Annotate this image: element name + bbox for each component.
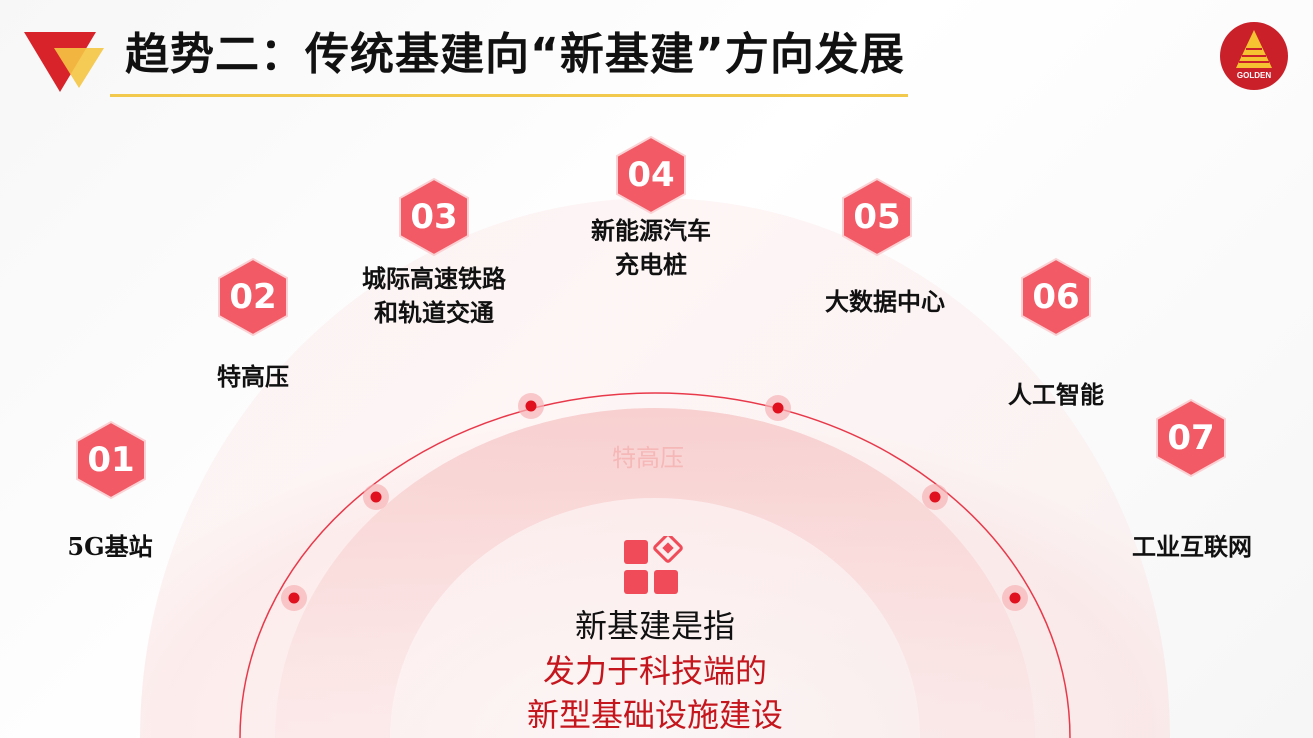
description-line-1: 新基建是指 bbox=[574, 607, 735, 645]
hexagon-icon bbox=[1156, 398, 1226, 478]
node-label-04: 新能源汽车 充电桩 bbox=[591, 216, 711, 279]
hexagon-icon bbox=[399, 177, 469, 257]
node-07: 07 bbox=[1155, 398, 1227, 478]
node-label-06: 人工智能 bbox=[1008, 380, 1104, 409]
title-underline bbox=[110, 94, 908, 97]
node-label-07: 工业互联网 bbox=[1132, 532, 1252, 561]
node-06: 06 bbox=[1020, 257, 1092, 337]
node-number: 04 bbox=[627, 155, 675, 195]
description-line-3: 新型基础设施建设 bbox=[526, 696, 783, 734]
node-03: 03 bbox=[398, 177, 470, 257]
hexagon-icon bbox=[842, 177, 912, 257]
page-title: 趋势二：传统基建向“新基建”方向发展 bbox=[125, 29, 905, 80]
arc-dot bbox=[922, 484, 948, 510]
arc-dot bbox=[518, 393, 544, 419]
hexagon-icon bbox=[1021, 257, 1091, 337]
node-number: 06 bbox=[1032, 277, 1080, 317]
hexagon-icon bbox=[616, 135, 686, 215]
hexagon-icon bbox=[76, 420, 146, 500]
description-line-2: 发力于科技端的 bbox=[542, 652, 767, 690]
dot-arc-line bbox=[239, 392, 1071, 738]
arc-dot bbox=[765, 395, 791, 421]
node-05: 05 bbox=[841, 177, 913, 257]
node-label-03: 城际高速铁路 和轨道交通 bbox=[362, 264, 506, 327]
apps-icon bbox=[624, 533, 684, 598]
node-number: 02 bbox=[229, 277, 277, 317]
node-04: 04 bbox=[615, 135, 687, 215]
node-02: 02 bbox=[217, 257, 289, 337]
node-number: 05 bbox=[853, 197, 901, 237]
node-label-01: 5G基站 bbox=[67, 532, 153, 561]
node-label-05: 大数据中心 bbox=[825, 287, 945, 316]
node-label-02: 特高压 bbox=[217, 362, 289, 391]
node-number: 03 bbox=[410, 197, 458, 237]
node-number: 01 bbox=[87, 440, 135, 480]
ghost-label: 特高压 bbox=[612, 444, 684, 472]
brand-logo-left bbox=[24, 28, 104, 98]
arc-dot bbox=[1002, 585, 1028, 611]
node-number: 07 bbox=[1167, 418, 1215, 458]
golden-logo: GOLDEN bbox=[1220, 22, 1288, 90]
golden-logo-text: GOLDEN bbox=[1236, 71, 1272, 80]
node-01: 01 bbox=[75, 420, 147, 500]
hexagon-icon bbox=[218, 257, 288, 337]
inner-arc-band bbox=[275, 408, 1035, 738]
arc-dot bbox=[281, 585, 307, 611]
arc-dot bbox=[363, 484, 389, 510]
